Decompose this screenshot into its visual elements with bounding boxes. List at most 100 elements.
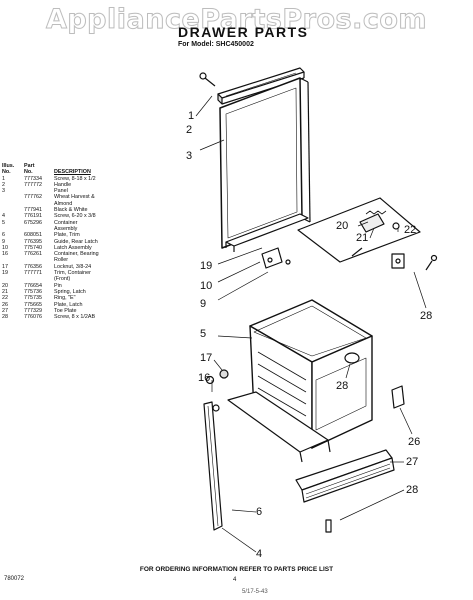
table-cell: Toe Plate [54, 307, 77, 314]
table-cell: 777771 [24, 270, 42, 277]
screw-icon [425, 254, 438, 271]
callout-label: 6 [256, 506, 263, 518]
table-cell: 16 [2, 251, 8, 258]
callout-label: 10 [200, 280, 213, 292]
table-cell: 775736 [24, 288, 42, 295]
table-cell: Screw, 8-18 x 1/2 [54, 175, 96, 182]
screw-icon [199, 72, 216, 87]
table-header-row: Illus. Part [2, 163, 182, 169]
page-number: 4 [233, 577, 237, 583]
callout-label: 28 [406, 484, 419, 496]
header-cell: No. [24, 169, 33, 176]
table-row: 16 776261 Container, Bearing [2, 251, 182, 257]
table-cell: 27 [2, 307, 8, 314]
table-cell: Locknut, 3/8-24 [54, 263, 92, 270]
table-row: 6 608051 Plate, Trim [2, 232, 182, 238]
leader-lines [195, 95, 427, 553]
bearing-roller-part [205, 369, 229, 385]
table-cell: 775665 [24, 301, 42, 308]
callout-label: 27 [406, 456, 419, 468]
table-cell: Container, Bearing [54, 251, 99, 258]
table-row: Assembly [2, 226, 182, 232]
document-number: 780072 [4, 576, 25, 582]
table-cell: 9 [2, 238, 5, 245]
latch-plate-part [391, 385, 405, 409]
table-header-row: No. No. DESCRIPTION [2, 169, 182, 175]
handle-part [217, 67, 305, 105]
table-cell: Trim, Container [54, 270, 91, 277]
table-cell: 777329 [24, 307, 42, 314]
callout-label: 17 [200, 352, 213, 364]
container-assembly-part [227, 299, 373, 463]
table-row: Roller [2, 257, 182, 263]
table-cell: 22 [2, 295, 8, 302]
table-cell: 10 [2, 244, 8, 251]
panel-part [219, 77, 311, 249]
table-cell: 776395 [24, 238, 42, 245]
table-cell: 21 [2, 288, 8, 295]
header-cell: No. [2, 169, 11, 176]
header-cell: DESCRIPTION [54, 169, 91, 176]
callout-label: 21 [356, 232, 369, 244]
table-cell: 28 [2, 314, 8, 321]
callout-label: 22 [404, 224, 417, 236]
table-cell: 6 [2, 232, 5, 239]
table-cell: 777334 [24, 175, 42, 182]
table-cell: 776191 [24, 213, 42, 220]
callout-label: 28 [336, 380, 349, 392]
table-cell: Handle [54, 181, 72, 188]
table-cell: 776356 [24, 263, 42, 270]
table-cell: 4 [2, 213, 5, 220]
table-cell: 608051 [24, 232, 42, 239]
table-cell: Guide, Rear Latch [54, 238, 98, 245]
callout-label: 1 [188, 110, 195, 122]
table-cell: Container [54, 219, 78, 226]
table-cell: Screw, 6-20 x 3/8 [54, 213, 96, 220]
table-cell: 3 [2, 188, 5, 195]
table-cell: 2 [2, 181, 5, 188]
table-cell: 1 [2, 175, 5, 182]
trim-plate-part [203, 401, 223, 531]
table-row: 27 777329 Toe Plate [2, 308, 182, 314]
table-cell: Pin [54, 282, 62, 289]
table-cell: 777762 [24, 194, 42, 201]
front-trim-part [225, 213, 309, 252]
table-cell: Almond [54, 200, 73, 207]
table-row: Almond [2, 201, 182, 207]
header-cell: Illus. [2, 163, 15, 169]
callout-label: 5 [200, 328, 207, 340]
table-cell: 19 [2, 270, 8, 277]
callout-label: 2 [186, 124, 193, 136]
table-cell: (Front) [54, 276, 71, 283]
header-cell: Part [24, 163, 35, 169]
table-row: 4 776191 Screw, 6-20 x 3/8 [2, 213, 182, 219]
table-cell: Plate, Latch [54, 301, 83, 308]
watermark: AppliancePartsPros.com [45, 4, 428, 36]
table-cell: 20 [2, 282, 8, 289]
page-title: DRAWER PARTS [178, 24, 309, 40]
callout-label: 4 [256, 548, 263, 560]
callout-label: 26 [408, 436, 421, 448]
table-row: 777941 Black & White [2, 207, 182, 213]
latch-guide-part [261, 197, 421, 269]
callout-label: 20 [336, 220, 349, 232]
table-cell: Plate, Trim [54, 232, 80, 239]
callout-label: 9 [200, 298, 207, 310]
callout-label: 3 [186, 150, 193, 162]
table-cell: 776654 [24, 282, 42, 289]
toe-plate-part [295, 449, 395, 503]
table-cell: 777941 [24, 207, 42, 214]
table-cell: 776261 [24, 251, 42, 258]
table-cell: Black & White [54, 207, 88, 214]
screw-icon [325, 519, 332, 533]
